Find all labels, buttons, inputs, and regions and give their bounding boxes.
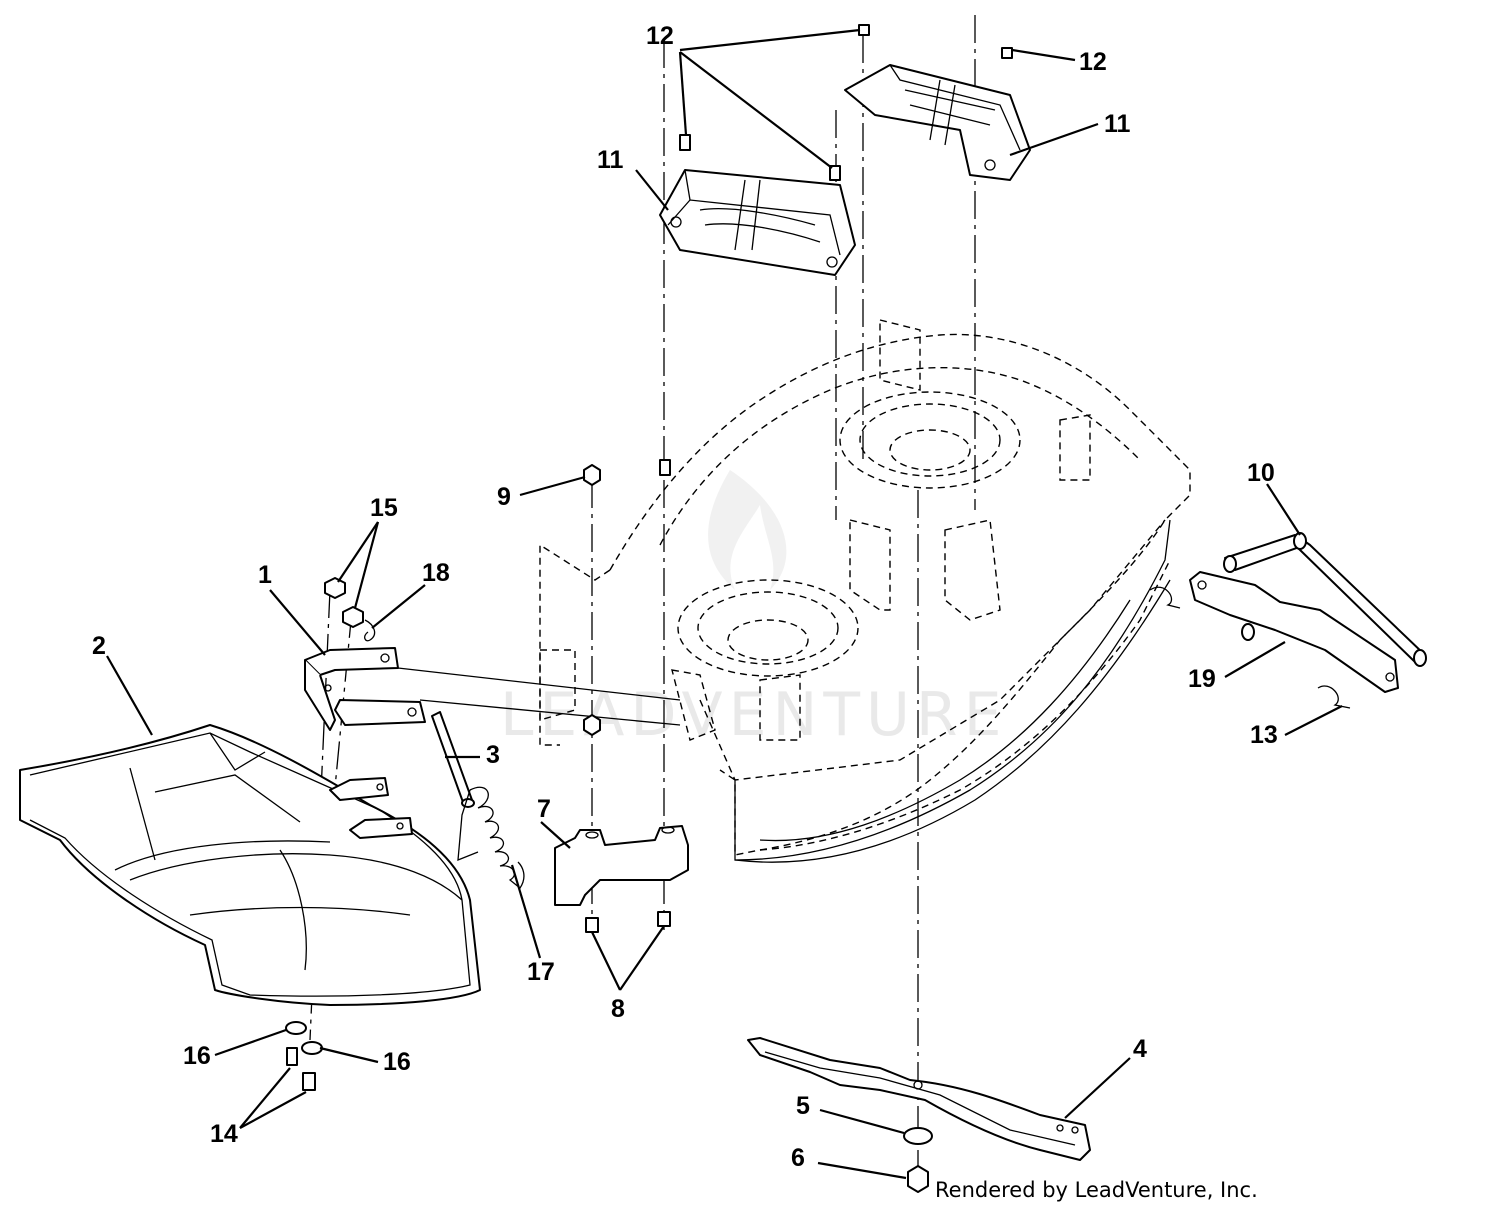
washer-5 (903, 1127, 933, 1145)
callout-12-left: 12 (646, 22, 674, 50)
cotter-pin-18 (364, 619, 376, 642)
pivot-pin-3 (431, 711, 475, 808)
callout-2: 2 (92, 632, 106, 660)
callout-3: 3 (486, 741, 500, 769)
callout-6: 6 (791, 1144, 805, 1172)
callout-11-left: 11 (597, 146, 624, 174)
callout-1: 1 (258, 561, 272, 589)
watermark: LEADVENTURE (500, 470, 1002, 750)
nut-15-pair (324, 577, 364, 628)
caster-mount-right (844, 64, 1031, 181)
callout-19: 19 (1188, 665, 1216, 693)
spring-17 (457, 786, 525, 889)
bolt-8-pair (585, 911, 671, 933)
callout-12-right: 12 (1079, 48, 1107, 76)
mower-deck-skirt (734, 519, 1171, 863)
callout-15: 15 (370, 494, 398, 522)
nut-6 (907, 1165, 929, 1193)
handle-10 (1223, 532, 1427, 667)
nut-9 (583, 464, 601, 486)
chute-hardware (285, 1021, 323, 1091)
callout-18: 18 (422, 559, 450, 587)
callout-8: 8 (611, 995, 625, 1023)
render-credit: Rendered by LeadVenture, Inc. (935, 1178, 1258, 1202)
caster-mount-left (659, 169, 856, 276)
callout-17: 17 (527, 958, 555, 986)
callout-13: 13 (1250, 721, 1278, 749)
discharge-chute (19, 724, 481, 1006)
blade-4 (747, 1037, 1091, 1161)
callout-16-right: 16 (383, 1048, 411, 1076)
callout-labels: 1 2 3 4 5 6 7 8 9 10 11 11 12 12 13 14 1… (92, 22, 1278, 1172)
clip-pins (1149, 586, 1351, 709)
plate-7 (554, 825, 689, 906)
bolt-12-set (679, 24, 1013, 181)
bolt-upper (659, 459, 671, 476)
callout-4: 4 (1133, 1035, 1147, 1063)
callout-5: 5 (796, 1092, 810, 1120)
callout-7: 7 (537, 795, 551, 823)
callout-14: 14 (210, 1120, 238, 1148)
mower-deck-housing (539, 319, 1191, 856)
bracket-1 (304, 647, 681, 731)
bracket-19 (1189, 571, 1399, 693)
callout-16-left: 16 (183, 1042, 211, 1070)
nut-9-lower (583, 714, 601, 736)
callout-9: 9 (497, 483, 511, 511)
callout-10: 10 (1247, 459, 1275, 487)
callout-11-right: 11 (1104, 110, 1131, 138)
leader-lines (106, 28, 1343, 1180)
